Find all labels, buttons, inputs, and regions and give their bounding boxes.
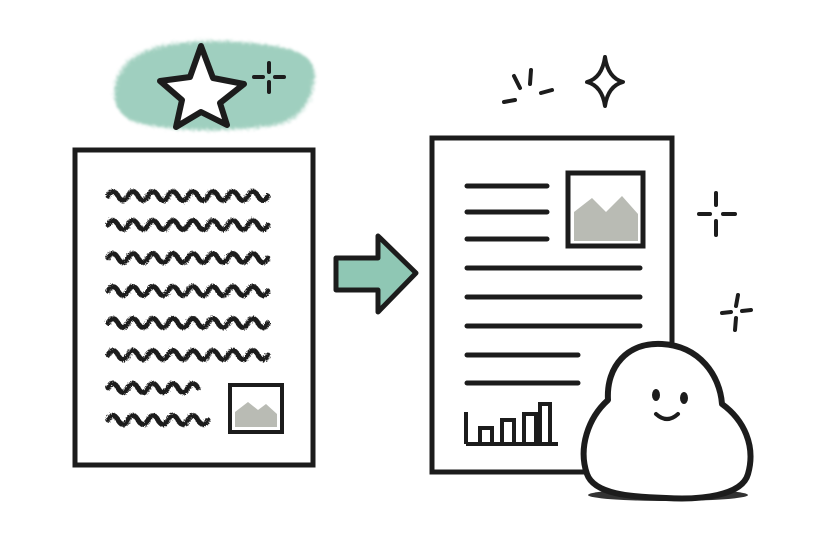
text-lines [464, 183, 643, 386]
bar-chart-icon [464, 402, 558, 446]
star-icon [157, 43, 247, 130]
sparkle-icon [585, 55, 625, 108]
image-placeholder-icon [565, 170, 646, 249]
messy-document [72, 147, 316, 468]
arrow-right-icon [333, 233, 419, 315]
sparkle-burst-icon [502, 68, 554, 104]
blob-character [580, 340, 754, 502]
blob-right-eye [680, 392, 688, 404]
blob-smile [654, 412, 680, 421]
sparkle-icon [252, 61, 286, 94]
handwritten-lines [105, 189, 271, 427]
sparkle-icon [720, 293, 753, 332]
image-placeholder-icon [228, 383, 284, 434]
blob-left-eye [652, 389, 660, 401]
sparkle-icon [697, 191, 737, 237]
